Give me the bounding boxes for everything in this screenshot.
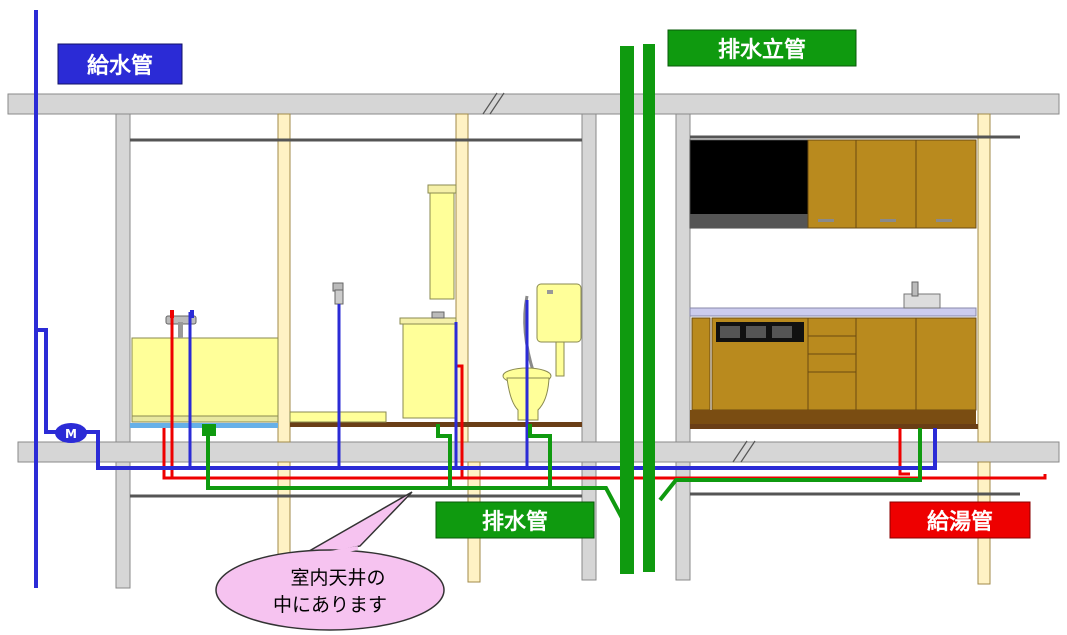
break-mark-lower	[732, 440, 756, 463]
callout-line1: 室内天井の	[290, 567, 385, 589]
supply-pipe-label: 給水管	[57, 43, 183, 85]
upper-kitchen-cabinets	[689, 139, 977, 229]
ceiling-lines	[130, 135, 1020, 498]
building-structure	[7, 92, 1060, 603]
ceiling-callout: 室内天井の 中にあります	[215, 491, 445, 631]
hot-water-pipe-label: 給湯管	[889, 501, 1031, 539]
upper-floor-slab	[7, 93, 1060, 115]
kitchen-counter	[689, 281, 977, 424]
bathtub	[131, 310, 279, 423]
hot-water-pipe-label-text: 給湯管	[927, 509, 993, 535]
wall-faucet	[332, 282, 344, 305]
drain-pipe-label: 排水管	[435, 501, 595, 539]
meter-label: M	[65, 427, 77, 441]
drain-stack-label: 排水立管	[667, 29, 857, 67]
drain-pipe	[206, 424, 922, 519]
break-mark-upper	[482, 92, 505, 115]
water-meter	[55, 423, 87, 443]
drain-pipe-label-text: 排水管	[482, 509, 548, 535]
toilet	[502, 283, 582, 421]
walls	[115, 113, 691, 589]
supply-pipe-label-text: 給水管	[87, 53, 153, 79]
drain-stack	[620, 44, 655, 574]
vanity-unit	[399, 184, 457, 419]
bath-drain-trap	[202, 424, 216, 436]
drain-stack-label-text: 排水立管	[718, 37, 806, 63]
supply-pipe	[34, 10, 937, 588]
lower-floor-slab	[17, 441, 1060, 463]
callout-line2: 中にあります	[273, 594, 387, 616]
